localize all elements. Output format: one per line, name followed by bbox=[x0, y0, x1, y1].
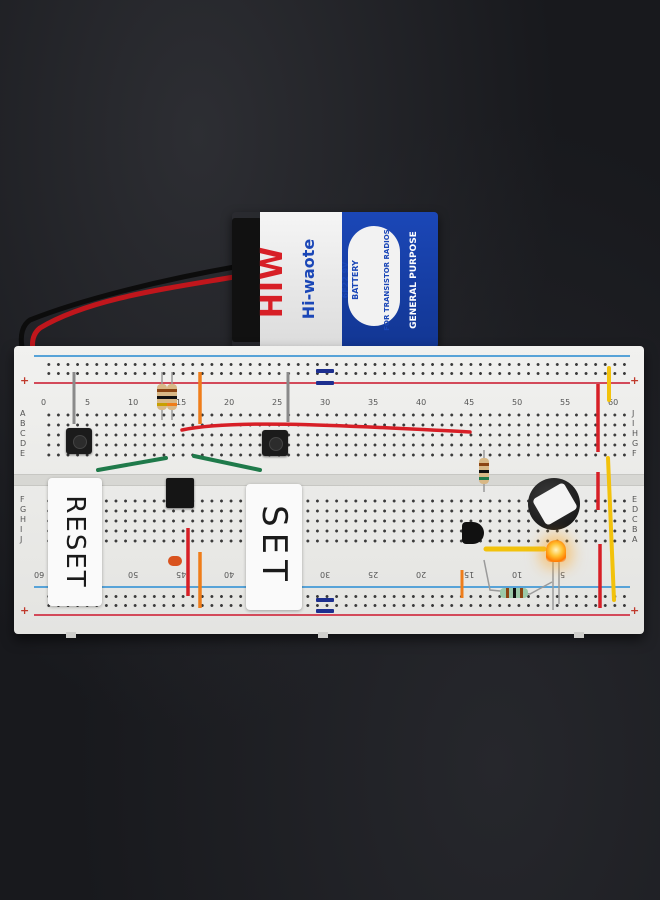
col-number: 30 bbox=[320, 398, 331, 407]
rail-jumper bbox=[316, 598, 334, 602]
ic-chip bbox=[166, 478, 194, 508]
col-number: 10 bbox=[128, 398, 139, 407]
top-rail-plus-right: + bbox=[630, 374, 640, 387]
row-letter: B bbox=[632, 525, 638, 534]
row-letter: E bbox=[632, 495, 638, 504]
row-letter: H bbox=[20, 515, 27, 524]
row-letter: G bbox=[20, 505, 27, 514]
row-letter: F bbox=[20, 495, 25, 504]
row-letter: D bbox=[632, 505, 639, 514]
breadboard-foot bbox=[318, 632, 328, 638]
breadboard-foot bbox=[66, 632, 76, 638]
row-letter: J bbox=[632, 409, 635, 418]
bottom-rail-blue-line bbox=[34, 586, 630, 588]
row-letter: J bbox=[20, 535, 23, 544]
col-number: 5 bbox=[85, 398, 91, 407]
buzzer-sticker bbox=[531, 482, 579, 526]
capacitor bbox=[168, 556, 182, 566]
top-numbers: 0 5 10 15 20 25 30 35 40 45 50 55 60 bbox=[14, 398, 644, 408]
transistor bbox=[462, 522, 484, 544]
col-number: 50 bbox=[512, 398, 523, 407]
row-letter: I bbox=[20, 525, 23, 534]
reset-push-button[interactable] bbox=[66, 428, 92, 454]
col-number: 25 bbox=[272, 398, 283, 407]
col-number: 20 bbox=[224, 398, 235, 407]
col-number: 45 bbox=[464, 398, 475, 407]
rail-jumper bbox=[316, 369, 334, 373]
lower-row-letters-right: E D C B A bbox=[632, 495, 642, 545]
battery-label-blue: 6F22 9V BATTERY FOR TRANSISTOR RADIOS GE… bbox=[341, 212, 438, 348]
lower-row-letters-left: F G H I J bbox=[20, 495, 30, 545]
row-letter: F bbox=[632, 449, 637, 458]
col-number: 55 bbox=[560, 398, 571, 407]
row-letter: A bbox=[20, 409, 26, 418]
col-number: 15 bbox=[176, 398, 187, 407]
resistor-3 bbox=[479, 450, 489, 492]
row-letter: A bbox=[632, 535, 638, 544]
set-push-button[interactable] bbox=[262, 430, 288, 456]
top-rail-holes bbox=[44, 360, 630, 378]
row-letter: G bbox=[632, 439, 639, 448]
battery-clip bbox=[232, 218, 262, 342]
col-number: 40 bbox=[416, 398, 427, 407]
upper-row-letters-right: J I H G F bbox=[632, 409, 642, 459]
reset-label: RESET bbox=[60, 495, 90, 589]
led-lit bbox=[546, 540, 566, 562]
battery-badge bbox=[348, 226, 400, 326]
col-number: 0 bbox=[41, 398, 47, 407]
row-letter: D bbox=[20, 439, 27, 448]
set-label: SET bbox=[254, 505, 294, 587]
breadboard-foot bbox=[574, 632, 584, 638]
battery-label-white: HIW Hi-waote bbox=[255, 212, 342, 348]
set-label-card: SET bbox=[246, 484, 302, 610]
row-letter: E bbox=[20, 449, 26, 458]
rail-jumper bbox=[316, 609, 334, 613]
buzzer bbox=[528, 478, 580, 530]
resistor-4 bbox=[483, 559, 553, 598]
bottom-rail-plus-right: + bbox=[630, 604, 640, 617]
bottom-rail-holes bbox=[44, 592, 630, 610]
top-rail-blue-line bbox=[34, 355, 630, 357]
top-rail-plus: + bbox=[20, 374, 30, 387]
bottom-rail-red-line bbox=[34, 614, 630, 616]
col-number: 35 bbox=[368, 398, 379, 407]
row-letter: C bbox=[20, 429, 26, 438]
row-letter: B bbox=[20, 419, 26, 428]
resistor-2 bbox=[167, 372, 177, 420]
upper-row-letters-left: A B C D E bbox=[20, 409, 30, 459]
rail-jumper bbox=[316, 381, 334, 385]
resistor-1 bbox=[157, 372, 167, 420]
col-number: 60 bbox=[608, 398, 619, 407]
row-letter: C bbox=[632, 515, 638, 524]
upper-terminal-holes bbox=[44, 410, 630, 460]
reset-label-card: RESET bbox=[48, 478, 102, 606]
battery-9v: HIW Hi-waote 6F22 9V BATTERY FOR TRANSIS… bbox=[232, 212, 438, 348]
row-letter: I bbox=[632, 419, 635, 428]
row-letter: H bbox=[632, 429, 639, 438]
bottom-rail-plus: + bbox=[20, 604, 30, 617]
